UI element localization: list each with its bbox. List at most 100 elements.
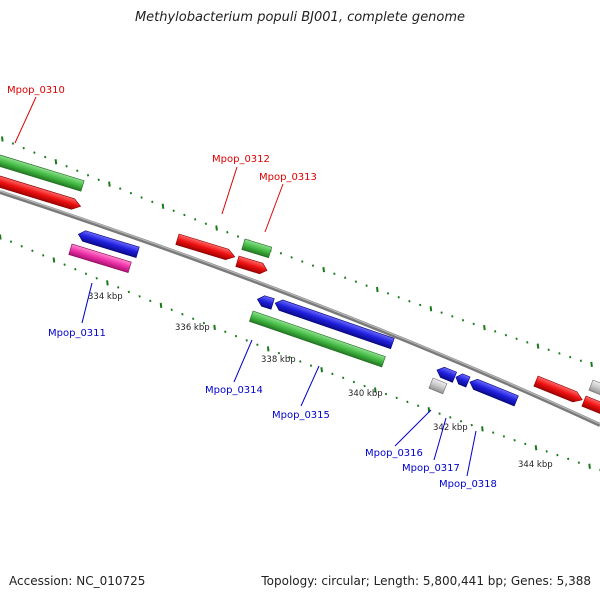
major-tick bbox=[320, 367, 323, 373]
gene-mpop-0315[interactable] bbox=[249, 310, 386, 368]
gene-mpop-0311[interactable] bbox=[68, 243, 132, 274]
minor-tick bbox=[192, 317, 195, 320]
minor-tick bbox=[151, 200, 154, 204]
gene-mpop-0317[interactable] bbox=[454, 372, 471, 388]
major-tick bbox=[52, 257, 56, 263]
major-tick bbox=[0, 234, 2, 240]
minor-tick bbox=[547, 348, 550, 352]
minor-tick bbox=[449, 416, 452, 419]
minor-tick bbox=[344, 276, 347, 279]
minor-tick bbox=[395, 396, 398, 400]
minor-tick bbox=[202, 321, 206, 325]
minor-tick bbox=[117, 286, 120, 289]
gene-label-mpop-0317[interactable]: Mpop_0317 bbox=[402, 463, 460, 474]
minor-tick bbox=[545, 450, 548, 453]
gene-features bbox=[0, 151, 600, 418]
gene-mpop-0318[interactable] bbox=[468, 377, 519, 407]
minor-tick bbox=[256, 343, 259, 346]
major-tick bbox=[266, 346, 270, 352]
genome-summary-text: Topology: circular; Length: 5,800,441 bp… bbox=[261, 574, 591, 588]
minor-tick bbox=[408, 299, 411, 303]
gene-mpop-0320[interactable] bbox=[581, 395, 600, 418]
scale-label: 344 kbp bbox=[518, 460, 553, 470]
major-tick bbox=[481, 426, 484, 432]
minor-tick bbox=[226, 231, 229, 234]
minor-tick bbox=[492, 431, 495, 434]
major-tick bbox=[108, 181, 111, 187]
major-tick bbox=[215, 225, 218, 231]
gene-label-mpop-0314[interactable]: Mpop_0314 bbox=[205, 385, 263, 396]
scale-label: 338 kbp bbox=[261, 355, 296, 365]
minor-tick bbox=[513, 438, 516, 442]
gene-mpop-0314-small[interactable] bbox=[256, 294, 275, 310]
minor-tick bbox=[95, 277, 98, 280]
minor-tick bbox=[119, 187, 122, 190]
minor-tick bbox=[470, 423, 473, 427]
minor-tick bbox=[279, 252, 283, 255]
minor-tick bbox=[504, 333, 508, 337]
minor-tick bbox=[138, 295, 141, 298]
minor-tick bbox=[354, 280, 358, 283]
gene-label-mpop-0312[interactable]: Mpop_0312 bbox=[212, 154, 270, 165]
minor-tick bbox=[406, 400, 409, 404]
minor-tick bbox=[129, 191, 133, 195]
minor-tick bbox=[299, 360, 302, 363]
gene-label-mpop-0310[interactable]: Mpop_0310 bbox=[7, 85, 65, 96]
gene-mpop-0310[interactable] bbox=[0, 172, 82, 212]
major-tick bbox=[590, 361, 593, 368]
scale-label: 340 kbp bbox=[348, 389, 383, 399]
minor-tick bbox=[579, 359, 583, 362]
minor-tick bbox=[502, 435, 506, 438]
genome-title: Methylobacterium populi BJ001, complete … bbox=[134, 10, 466, 25]
minor-tick bbox=[363, 384, 366, 388]
gene-mpop-0312[interactable] bbox=[175, 233, 237, 262]
scale-labels: 334 kbp 336 kbp 338 kbp 340 kbp 342 kbp … bbox=[88, 292, 553, 470]
minor-tick bbox=[311, 264, 315, 267]
minor-tick bbox=[567, 457, 570, 461]
minor-tick bbox=[577, 461, 581, 464]
minor-tick bbox=[127, 290, 131, 294]
major-tick bbox=[534, 445, 538, 451]
gene-mpop-0313-rna[interactable] bbox=[241, 238, 273, 259]
major-tick bbox=[159, 302, 163, 309]
minor-tick bbox=[204, 222, 208, 225]
major-tick bbox=[588, 463, 591, 469]
gene-mpop-0309-rna[interactable] bbox=[0, 151, 85, 192]
minor-tick bbox=[170, 308, 173, 312]
minor-tick bbox=[63, 263, 66, 266]
minor-tick bbox=[194, 218, 197, 221]
major-tick bbox=[483, 324, 486, 331]
minor-tick bbox=[20, 244, 23, 248]
minor-tick bbox=[472, 322, 475, 326]
gene-mpop-0316[interactable] bbox=[428, 377, 448, 395]
minor-tick bbox=[417, 404, 420, 408]
gene-mpop-0314[interactable] bbox=[273, 298, 395, 350]
minor-tick bbox=[569, 355, 572, 359]
major-tick bbox=[322, 266, 325, 273]
gene-mpop-0311-cds[interactable] bbox=[77, 229, 140, 259]
minor-tick bbox=[290, 256, 293, 259]
minor-tick bbox=[65, 164, 68, 168]
gene-mpop-0313[interactable] bbox=[235, 255, 269, 276]
minor-tick bbox=[438, 412, 441, 415]
gene-label-mpop-0318[interactable]: Mpop_0318 bbox=[439, 479, 497, 490]
minor-tick bbox=[224, 330, 227, 334]
minor-tick bbox=[9, 240, 13, 243]
minor-tick bbox=[384, 392, 388, 396]
gene-label-mpop-0313[interactable]: Mpop_0313 bbox=[259, 172, 317, 183]
minor-tick bbox=[183, 213, 186, 217]
gene-label-mpop-0315[interactable]: Mpop_0315 bbox=[272, 410, 330, 421]
minor-tick bbox=[149, 299, 152, 303]
gene-mpop-0320-other[interactable] bbox=[588, 379, 600, 399]
major-tick bbox=[536, 343, 540, 349]
minor-tick bbox=[97, 178, 100, 181]
gene-mpop-0316-cds[interactable] bbox=[435, 365, 458, 383]
gene-label-mpop-0316[interactable]: Mpop_0316 bbox=[365, 448, 423, 459]
minor-tick bbox=[172, 209, 175, 212]
gene-mpop-0319[interactable] bbox=[533, 375, 584, 405]
minor-tick bbox=[86, 173, 90, 177]
minor-tick bbox=[352, 380, 356, 384]
major-tick bbox=[429, 306, 433, 312]
minor-tick bbox=[11, 142, 15, 145]
gene-label-mpop-0311[interactable]: Mpop_0311 bbox=[48, 328, 106, 339]
